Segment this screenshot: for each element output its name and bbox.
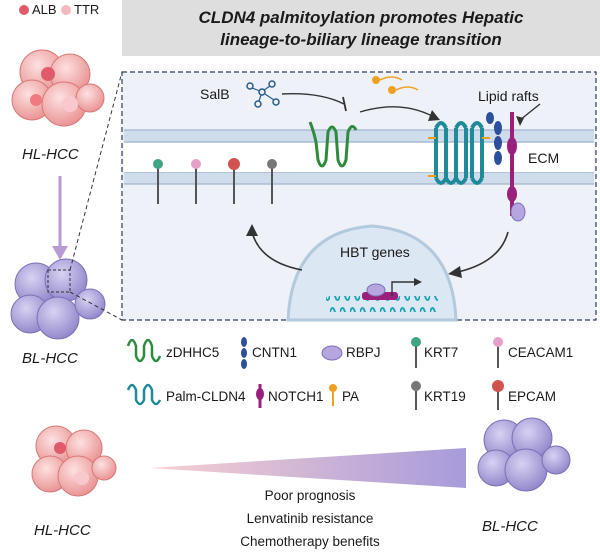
legend-cntn1-icon xyxy=(241,337,247,369)
alb-marker-dot xyxy=(19,5,29,15)
hbt-dna xyxy=(326,278,438,312)
zdhhc5-protein xyxy=(308,121,358,168)
hl-hcc-cell-cluster-top xyxy=(11,49,105,127)
legend-rbpj-icon xyxy=(321,345,343,361)
signal-arrow-right xyxy=(448,231,509,278)
legend-pa-icon xyxy=(329,384,337,406)
feedback-arrow-left xyxy=(246,224,303,271)
outcome-chemotherapy-benefits: Chemotherapy benefits xyxy=(240,534,380,549)
legend-notch1-label: NOTCH1 xyxy=(268,389,324,404)
legend-cntn1-label: CNTN1 xyxy=(252,345,298,360)
ttr-marker-dot xyxy=(61,5,71,15)
outcome-lenvatinib-resistance: Lenvatinib resistance xyxy=(246,511,374,526)
legend-krt7-icon xyxy=(411,337,421,368)
hbt-genes-label: HBT genes xyxy=(340,244,410,260)
membrane-markers xyxy=(153,158,277,204)
alb-label: ALB xyxy=(32,2,57,17)
legend-zdhhc5-icon xyxy=(126,338,162,363)
transition-arrow-down xyxy=(52,176,68,260)
legend-ceacam1-label: CEACAM1 xyxy=(508,345,574,360)
bl-hcc-cell-cluster xyxy=(10,258,106,340)
mechanism-panel xyxy=(121,71,597,322)
legend-pa-label: PA xyxy=(342,389,360,404)
salb-molecule-icon xyxy=(246,80,280,108)
legend-epcam-icon xyxy=(492,380,504,410)
transition-gradient-wedge xyxy=(150,448,466,488)
hl-hcc-label-bottom: HL-HCC xyxy=(34,522,91,539)
zoom-lines xyxy=(69,71,123,321)
hl-hcc-cell-cluster-bottom xyxy=(31,425,117,497)
cntn1-protein xyxy=(486,112,502,165)
legend-epcam-label: EPCAM xyxy=(508,389,557,404)
title-line-2: lineage-to-biliary lineage transition xyxy=(220,30,502,49)
title-line-1: CLDN4 palmitoylation promotes Hepatic xyxy=(198,8,524,27)
salb-inhibition-line xyxy=(281,93,347,112)
lipid-rafts-label: Lipid rafts xyxy=(478,88,539,104)
legend-palm-cldn4-icon xyxy=(126,383,162,406)
legend-krt19-icon xyxy=(411,381,421,410)
outcome-poor-prognosis: Poor prognosis xyxy=(264,488,356,503)
legend-ceacam1-icon xyxy=(493,337,503,368)
legend-notch1-icon xyxy=(256,384,264,408)
palmitoylation-arrow xyxy=(359,106,440,121)
hl-hcc-label-top: HL-HCC xyxy=(22,146,79,163)
notch1-protein xyxy=(507,112,526,222)
legend-krt7-label: KRT7 xyxy=(424,345,459,360)
legend-palm-cldn4-label: Palm-CLDN4 xyxy=(166,389,246,404)
title-banner xyxy=(122,0,600,56)
bl-hcc-label-bottom: BL-HCC xyxy=(482,518,538,535)
bl-hcc-label: BL-HCC xyxy=(22,350,78,367)
salb-label: SalB xyxy=(200,86,230,102)
ecm-label: ECM xyxy=(528,150,560,166)
bl-hcc-cell-cluster-bottom xyxy=(477,417,571,492)
pa-molecules xyxy=(372,76,419,94)
legend-krt19-label: KRT19 xyxy=(424,389,466,404)
palm-cldn4-complex xyxy=(428,121,490,185)
lipid-rafts-pointer xyxy=(516,103,541,126)
ttr-label: TTR xyxy=(74,2,100,17)
legend-zdhhc5-label: zDHHC5 xyxy=(166,345,220,360)
legend-rbpj-label: RBPJ xyxy=(346,345,381,360)
